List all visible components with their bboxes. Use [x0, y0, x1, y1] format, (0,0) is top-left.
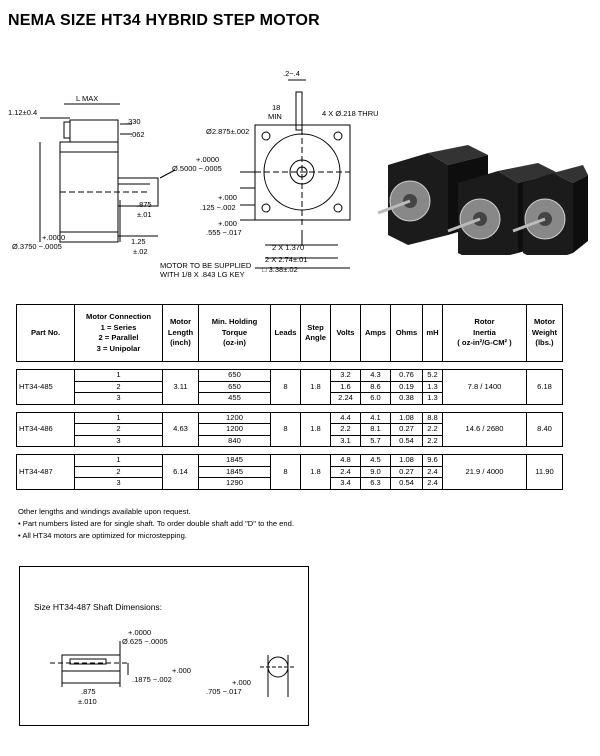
table-row: 2 650 1.6 8.6 0.19 1.3: [17, 380, 563, 393]
table-row: 2 1845 2.4 9.0 0.27 2.4: [17, 465, 563, 478]
dim-5: .875: [137, 200, 152, 209]
dim-4-top: +.0000: [196, 155, 219, 164]
shaft-dimensions-box: Size HT34-487 Shaft Dimensions: +.0000 Ø…: [19, 566, 309, 726]
page-title: NEMA SIZE HT34 HYBRID STEP MOTOR: [8, 12, 320, 29]
table-row: HT34-485 1 3.11 650 8 1.8 3.2 4.3 0.76 5…: [16, 369, 563, 405]
dim-7: 1.25: [131, 237, 146, 246]
dim-2: .330: [126, 117, 141, 126]
header-amps: Amps: [360, 304, 391, 362]
table-row: 3 1290 3.4 6.3 0.54 2.4: [17, 477, 563, 490]
front-shaft: [117, 177, 159, 207]
key-note-1: MOTOR TO BE SUPPLIED: [160, 261, 252, 270]
dim-f8: 2 X 1.370: [272, 243, 304, 252]
spec-table: Part No. Motor Connection 1 = Series 2 =…: [16, 304, 563, 490]
mount-hole: [261, 203, 271, 213]
header-step-angle: Step Angle: [300, 304, 331, 362]
dim-l-max: L MAX: [76, 94, 98, 103]
table-row: HT34-487 1 6.14 1845 8 1.8 4.8 4.5 1.08 …: [16, 454, 563, 490]
dim-3: .062: [130, 130, 145, 139]
table-row: HT34-486 1 4.63 1200 8 1.8 4.4 4.1 1.08 …: [16, 411, 563, 447]
dim-f3: MIN: [268, 112, 282, 121]
shaft-dim-1-top: +.0000: [128, 628, 151, 637]
dim-f6-top: +.000: [218, 193, 237, 202]
shaft-dim-4-top: +.000: [232, 678, 251, 687]
key-shaft: [295, 91, 303, 131]
part-number: HT34-486: [16, 411, 75, 447]
table-header-row: Part No. Motor Connection 1 = Series 2 =…: [16, 304, 563, 362]
key-note-2: WITH 1/8 X .843 LG KEY: [160, 270, 245, 279]
dim-f4: 4 X Ø.218 THRU: [322, 109, 379, 118]
dim-f5: Ø2.875±.002: [206, 127, 249, 136]
dim-f9: 2 X 2.74±.01: [265, 255, 307, 264]
header-length: Motor Length (inch): [162, 304, 199, 362]
header-leads: Leads: [270, 304, 301, 362]
note-item: • All HT34 motors are optimized for micr…: [18, 531, 187, 540]
table-row: 3 840 3.1 5.7 0.54 2.2: [17, 434, 563, 447]
header-torque: Min. Holding Torque (oz-in): [198, 304, 271, 362]
dim-4-bot: Ø.5000 −.0005: [172, 164, 222, 173]
notes: Other lengths and windings available upo…: [18, 506, 294, 542]
dim-9-top: +.0000: [42, 233, 65, 242]
note-item: • Part numbers listed are for single sha…: [18, 519, 294, 528]
header-inertia: Rotor Inertia ( oz-in²/G-CM² ): [442, 304, 527, 362]
motor-dimension-drawings: L MAX 1.12±0.4 .330 .062 +.0000 Ø.5000 −…: [8, 69, 379, 279]
dim-6: ±.01: [137, 210, 152, 219]
header-part-no: Part No.: [16, 304, 75, 362]
dim-f10: □ 3.38±.02: [262, 265, 298, 274]
mount-hole: [333, 203, 343, 213]
shaft-dim-2-top: +.000: [172, 666, 191, 675]
dim-1: 1.12±0.4: [8, 108, 37, 117]
dim-f7-bot: .555 −.017: [206, 228, 242, 237]
dim-f7-top: +.000: [218, 219, 237, 228]
part-number: HT34-485: [16, 369, 75, 405]
motor-photo: [377, 145, 588, 255]
shaft-dim-4-bot: .705 −.017: [206, 687, 242, 696]
dim-f6-bot: .125 −.002: [200, 203, 236, 212]
shaft-box-title: Size HT34-487 Shaft Dimensions:: [34, 602, 163, 612]
part-number: HT34-487: [16, 454, 75, 490]
header-mh: mH: [422, 304, 443, 362]
shaft-dim-3-top: .875: [81, 687, 96, 696]
header-volts: Volts: [330, 304, 361, 362]
shaft-drawing: +.0000 Ø.625 −.0005 +.000 .1875 −.002 .8…: [50, 628, 296, 706]
shaft-dim-3-bot: ±.010: [78, 697, 97, 706]
mount-hole: [261, 131, 271, 141]
mount-hole: [333, 131, 343, 141]
dim-f1: .2−.4: [283, 69, 300, 78]
dim-8: ±.02: [133, 247, 148, 256]
note-item: Other lengths and windings available upo…: [18, 507, 191, 516]
dim-9-bot: Ø.3750 −.0005: [12, 242, 62, 251]
header-connection: Motor Connection 1 = Series 2 = Parallel…: [74, 304, 163, 362]
shaft-dim-2-bot: .1875 −.002: [132, 675, 172, 684]
shaft-dim-1-bot: Ø.625 −.0005: [122, 637, 168, 646]
dim-f2: 18: [272, 103, 280, 112]
header-weight: Motor Weight (lbs.): [526, 304, 563, 362]
header-ohms: Ohms: [390, 304, 423, 362]
table-row: 2 1200 2.2 8.1 0.27 2.2: [17, 423, 563, 436]
